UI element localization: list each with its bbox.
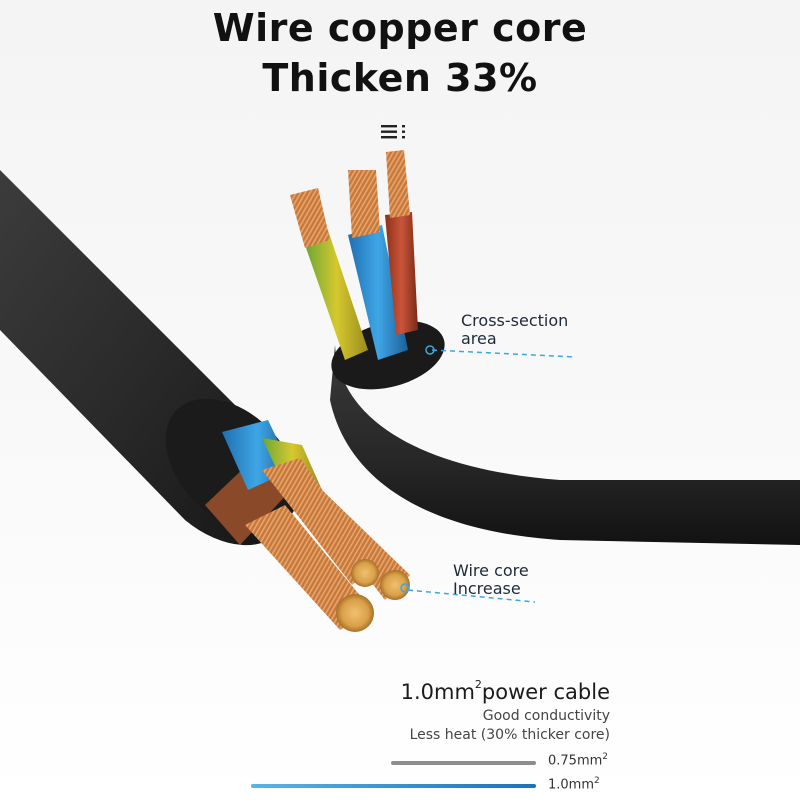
spec-title: 1.0mm2power cable bbox=[400, 678, 610, 704]
comparison-label-1.0-sup: 2 bbox=[594, 776, 600, 786]
comparison-label-0.75-sup: 2 bbox=[602, 752, 609, 762]
right-cable bbox=[290, 150, 800, 545]
comparison-label-1.0: 1.0mm2 bbox=[548, 776, 600, 792]
callout-line-cross-section bbox=[425, 345, 576, 358]
menu-icon[interactable] bbox=[381, 124, 417, 140]
callout-wire-core-line1: Wire core bbox=[453, 561, 529, 580]
comparison-bar-1.0 bbox=[251, 784, 536, 788]
comparison-label-1.0-text: 1.0mm bbox=[548, 777, 595, 793]
callout-wire-core: Wire core Increase bbox=[453, 562, 529, 598]
spec-title-suffix: power cable bbox=[481, 680, 610, 704]
comparison-bar-0.75 bbox=[391, 761, 536, 765]
comparison-label-0.75-text: 0.75mm bbox=[548, 753, 603, 769]
callout-cross-section-line1: Cross-section bbox=[461, 311, 569, 330]
feature-conductivity: Good conductivity bbox=[482, 708, 610, 724]
spec-title-sup: 2 bbox=[474, 678, 482, 691]
feature-less-heat: Less heat (30% thicker core) bbox=[409, 727, 610, 743]
callout-cross-section-line2: area bbox=[461, 329, 497, 348]
headline-line-2: Thicken 33% bbox=[262, 56, 538, 100]
callout-line-wire-core bbox=[400, 583, 536, 603]
headline-line-1: Wire copper core bbox=[212, 6, 588, 50]
callout-wire-core-line2: Increase bbox=[453, 579, 521, 598]
comparison-label-0.75: 0.75mm2 bbox=[548, 752, 608, 768]
left-cable bbox=[0, 170, 410, 632]
spec-title-prefix: 1.0mm bbox=[400, 680, 475, 704]
callout-cross-section: Cross-section area bbox=[461, 312, 568, 348]
